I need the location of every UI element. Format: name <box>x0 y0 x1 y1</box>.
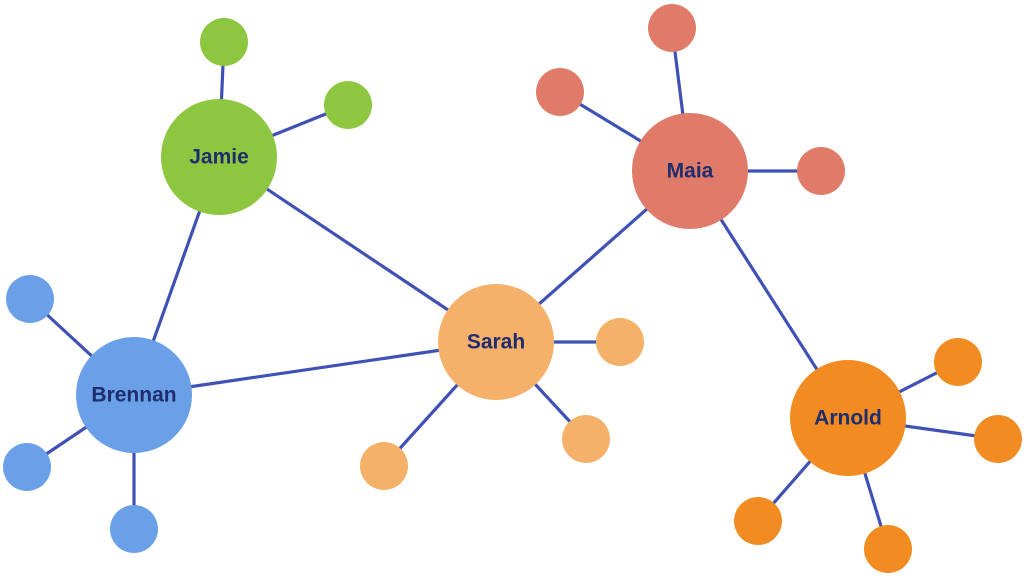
person-circle-maia <box>632 113 748 229</box>
sarah-satellite-node-2 <box>562 415 610 463</box>
maia-satellite-node-1 <box>648 4 696 52</box>
person-label-jamie: Jamie <box>189 146 249 169</box>
person-node-jamie: Jamie <box>161 99 277 215</box>
person-circle-sarah <box>438 284 554 400</box>
jamie-satellite-node-2 <box>324 81 372 129</box>
sarah-satellite-node-1 <box>596 318 644 366</box>
person-label-arnold: Arnold <box>814 407 882 430</box>
person-node-sarah: Sarah <box>438 284 554 400</box>
person-node-brennan: Brennan <box>76 337 192 453</box>
person-label-sarah: Sarah <box>467 331 525 354</box>
arnold-satellite-node-2 <box>974 415 1022 463</box>
person-node-arnold: Arnold <box>790 360 906 476</box>
person-node-maia: Maia <box>632 113 748 229</box>
jamie-satellite-node-1 <box>200 18 248 66</box>
arnold-satellite-node-4 <box>864 525 912 573</box>
person-circle-brennan <box>76 337 192 453</box>
maia-satellite-node-2 <box>536 68 584 116</box>
arnold-satellite-node-1 <box>934 338 982 386</box>
brennan-satellite-node-3 <box>110 505 158 553</box>
edge-brennan-sarah <box>132 340 498 397</box>
person-label-brennan: Brennan <box>91 384 176 407</box>
sarah-satellite-node-3 <box>360 442 408 490</box>
maia-satellite-node-3 <box>797 147 845 195</box>
person-circle-arnold <box>790 360 906 476</box>
brennan-satellite-node-1 <box>6 275 54 323</box>
brennan-satellite-node-2 <box>3 443 51 491</box>
arnold-satellite-node-3 <box>734 497 782 545</box>
person-circle-jamie <box>161 99 277 215</box>
person-label-maia: Maia <box>667 160 714 183</box>
